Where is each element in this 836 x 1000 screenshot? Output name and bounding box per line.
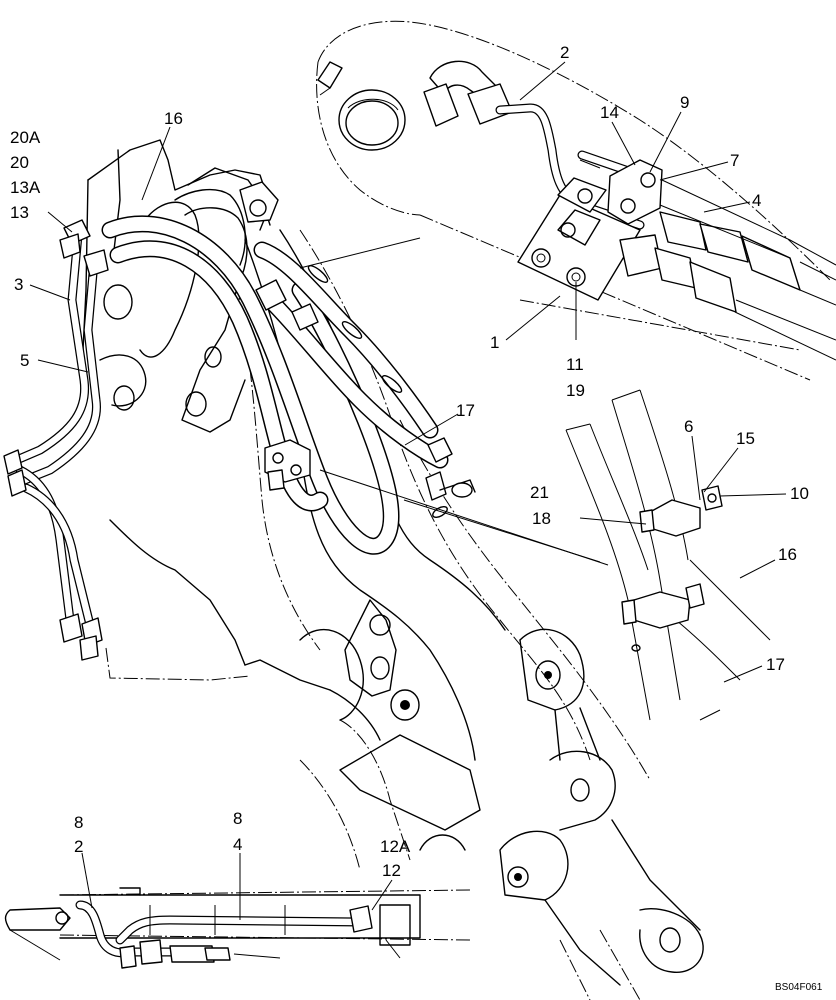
detail-bottom-left-cylinder-tube bbox=[4, 887, 471, 969]
callout-9: 9 bbox=[680, 93, 689, 112]
callout-16-right: 16 bbox=[778, 545, 797, 564]
callout-8-left: 8 bbox=[74, 813, 83, 832]
callout-4-top: 4 bbox=[752, 191, 761, 210]
detail-top-right-valve-clamp bbox=[316, 20, 836, 381]
callout-7: 7 bbox=[730, 151, 739, 170]
figure-code: BS04F061 bbox=[775, 982, 823, 993]
callout-12A: 12A bbox=[380, 837, 411, 856]
callout-2-top: 2 bbox=[560, 43, 569, 62]
callout-5: 5 bbox=[20, 351, 29, 370]
callout-12: 12 bbox=[382, 861, 401, 880]
callout-13: 13 bbox=[10, 203, 29, 222]
detail-right-hose-clamp bbox=[565, 389, 771, 721]
callout-2-bottom: 2 bbox=[74, 837, 83, 856]
callout-8-right: 8 bbox=[233, 809, 242, 828]
callout-21: 21 bbox=[530, 483, 549, 502]
callout-20: 20 bbox=[10, 153, 29, 172]
callout-11: 11 bbox=[566, 355, 584, 374]
callout-17-right: 17 bbox=[766, 655, 785, 674]
callout-20A: 20A bbox=[10, 128, 41, 147]
callout-6: 6 bbox=[684, 417, 693, 436]
callout-4-bottom: 4 bbox=[233, 835, 242, 854]
callout-17-mid: 17 bbox=[456, 401, 475, 420]
callout-14: 14 bbox=[600, 103, 619, 122]
callout-15: 15 bbox=[736, 429, 755, 448]
callout-10: 10 bbox=[790, 484, 809, 503]
callout-13A: 13A bbox=[10, 178, 41, 197]
callout-3: 3 bbox=[14, 275, 23, 294]
callout-19: 19 bbox=[566, 381, 585, 400]
callout-16-top: 16 bbox=[164, 109, 183, 128]
callout-1: 1 bbox=[490, 333, 499, 352]
callout-18: 18 bbox=[532, 509, 551, 528]
callout-labels: 20A 20 13A 13 16 3 5 2 14 9 7 4 1 11 19 … bbox=[10, 43, 823, 993]
callout-leaders bbox=[29, 61, 787, 920]
main-loader-arm-assembly bbox=[3, 139, 704, 1000]
